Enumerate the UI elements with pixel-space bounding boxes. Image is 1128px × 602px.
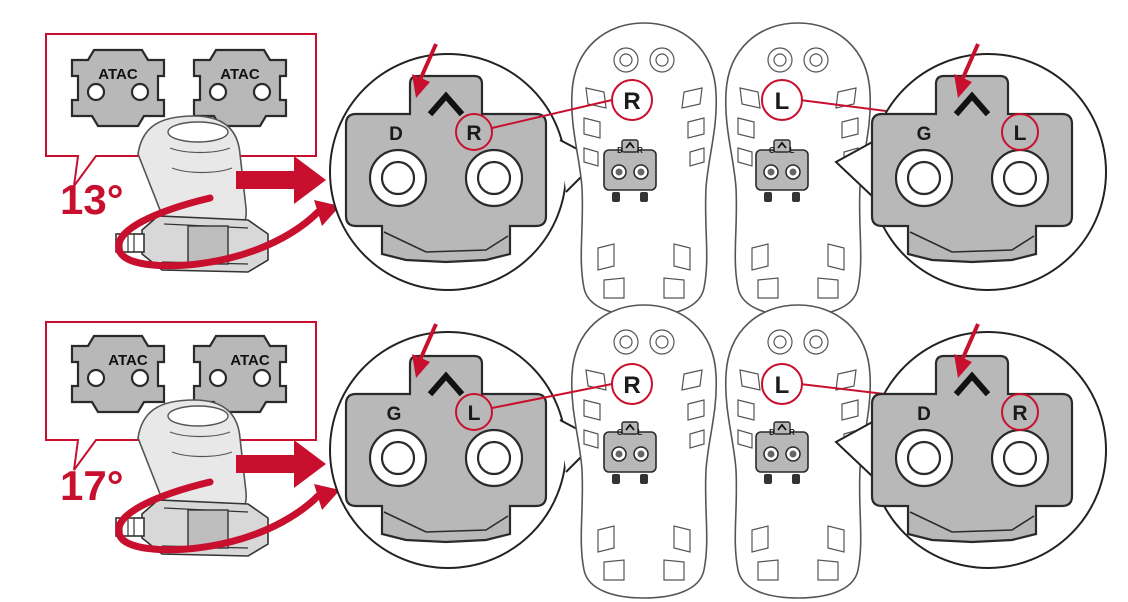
marker-letter: R [1012,402,1027,425]
cleat-brand-label: ATAC [220,66,260,83]
row-bottom: ATAC ATAC 17° G L G L R D R L D R [45,304,1107,599]
mini-marker-letter: L [638,428,643,437]
mini-side-letter: D [617,146,623,155]
transfer-arrow-icon [236,440,326,488]
marker-highlight-circle [455,113,493,151]
marker-letter: R [466,122,481,145]
mini-marker-letter: R [637,146,643,155]
side-letter: D [389,124,403,145]
marker-highlight-circle [1001,393,1039,431]
shoe-callout-circle [761,363,803,405]
mini-marker-letter: L [790,146,795,155]
side-letter: G [387,404,402,425]
release-angle-label: 13° [60,176,124,223]
shoe-callout-letter: L [775,88,790,115]
shoe-callout-circle [611,79,653,121]
mini-marker-letter: R [789,428,795,437]
side-letter: D [917,404,931,425]
cleat-top-right [192,48,288,128]
side-letter: G [917,124,932,145]
marker-letter: L [468,402,481,425]
cleat-top-left [70,334,166,414]
shoe-callout-circle [761,79,803,121]
marker-letter: L [1014,122,1027,145]
cleat-brand-label: ATAC [230,352,270,369]
marker-highlight-circle [455,393,493,431]
shoe-callout-letter: L [775,372,790,399]
marker-highlight-circle [1001,113,1039,151]
mini-side-letter: G [617,428,623,437]
shoe-callout-letter: R [623,88,640,115]
release-angle-label: 17° [60,462,124,509]
cleat-top-left [70,48,166,128]
shoe-callout-letter: R [623,372,640,399]
mini-side-letter: D [769,428,775,437]
shoe-callout-circle [611,363,653,405]
cleat-brand-label: ATAC [108,352,148,369]
mini-side-letter: G [769,146,775,155]
row-top: ATAC ATAC 13° D R D R R G L L [45,22,1107,317]
cleat-brand-label: ATAC [98,66,138,83]
transfer-arrow-icon [236,156,326,204]
